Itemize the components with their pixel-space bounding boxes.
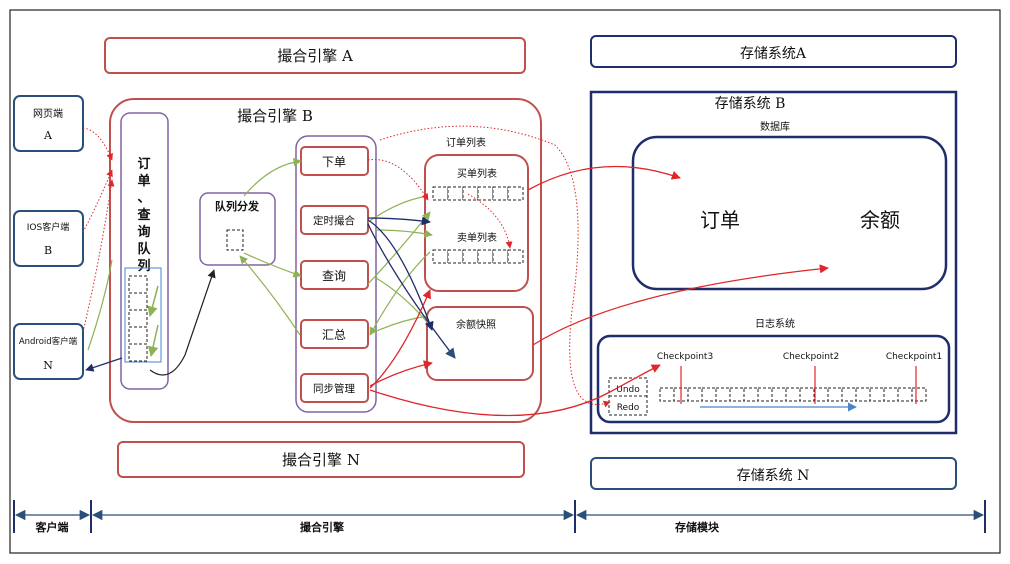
balance-snapshot-label: 余额快照 <box>456 318 496 331</box>
sell-list-slots <box>432 249 524 264</box>
queue-char-7: 列 <box>137 258 150 274</box>
client-web-box <box>13 95 84 152</box>
buy-to-sell-red-arrow <box>467 193 513 249</box>
service-sync-management-label: 同步管理 <box>313 382 355 395</box>
service-sync-management: 同步管理 <box>300 373 369 403</box>
buy-list-label: 买单列表 <box>457 167 497 180</box>
redo-label: Redo <box>617 403 640 413</box>
log-cell <box>799 387 815 402</box>
log-cell <box>883 387 899 402</box>
footer-engine-label: 撮合引擎 <box>300 520 344 534</box>
queue-dispatch-box <box>199 192 276 266</box>
buy-list-slots <box>432 186 524 201</box>
log-cell <box>869 387 885 402</box>
client-ios-box <box>13 210 84 267</box>
log-cell <box>687 387 703 402</box>
queue-slots <box>128 275 148 362</box>
checkpoint-markers <box>680 366 917 404</box>
log-cell <box>729 387 745 402</box>
undo-label: Undo <box>616 385 640 395</box>
service-summary: 汇总 <box>300 319 369 349</box>
client-web-id: A <box>43 129 53 142</box>
log-cell <box>855 387 871 402</box>
storage-n-label: 存储系统 N <box>737 468 810 484</box>
checkpoint-2-label: Checkpoint2 <box>783 352 839 362</box>
log-cell <box>771 387 787 402</box>
queue-char-1: 订 <box>137 156 150 172</box>
log-cell <box>911 387 927 402</box>
client-ios-id: B <box>44 244 52 257</box>
checkpoint-1-label: Checkpoint1 <box>886 352 942 362</box>
service-place-order-label: 下单 <box>322 155 346 169</box>
queue-slot-frame <box>124 267 162 363</box>
place-order-red-arrow <box>367 159 429 201</box>
android-green-line <box>87 259 113 351</box>
balance-snapshot-box <box>426 306 534 381</box>
client-ios: IOS客户端 B <box>13 210 84 267</box>
service-query-label: 查询 <box>322 269 346 283</box>
queue-char-2: 单 <box>137 173 150 189</box>
log-strip <box>659 387 927 402</box>
database-order-label: 订单 <box>700 208 740 232</box>
log-cell <box>743 387 759 402</box>
queue-green-arrows <box>147 285 159 358</box>
service-place-order: 下单 <box>300 146 369 176</box>
footer-storage-label: 存储模块 <box>675 520 720 534</box>
queue-char-3: 、 <box>137 191 150 206</box>
log-cell <box>757 387 773 402</box>
sell-list-label: 卖单列表 <box>457 231 497 244</box>
engine-a-label: 撮合引擎 A <box>277 47 353 65</box>
log-cell <box>715 387 731 402</box>
log-cell <box>827 387 843 402</box>
client-web-name: 网页端 <box>33 107 63 120</box>
order-list-title: 订单列表 <box>446 136 486 149</box>
database-box <box>631 135 948 291</box>
queue-to-android-arrow <box>85 357 123 372</box>
sync-management-red-arrows <box>369 289 661 417</box>
service-timed-match-label: 定时撮合 <box>313 214 355 227</box>
queue-char-5: 询 <box>137 224 150 240</box>
log-cell <box>897 387 913 402</box>
client-android: Android客户端 N <box>13 323 84 380</box>
checkpoint-3-label: Checkpoint3 <box>657 352 713 362</box>
log-cell <box>841 387 857 402</box>
engine-b-label: 撮合引擎 B <box>237 107 313 125</box>
dispatch-slot <box>226 229 244 251</box>
log-system-label: 日志系统 <box>755 317 795 330</box>
log-cell <box>659 387 675 402</box>
queue-dispatch-label: 队列分发 <box>215 199 260 213</box>
engine-n-box <box>117 441 525 478</box>
storage-a-label: 存储系统A <box>740 46 807 62</box>
client-web: 网页端 A <box>13 95 84 152</box>
client-android-name: Android客户端 <box>19 336 78 347</box>
long-red-dotted-arrow <box>379 125 611 408</box>
order-list-to-db-arrows <box>527 165 829 346</box>
client-ios-name: IOS客户端 <box>27 221 69 233</box>
database-label: 数据库 <box>760 120 790 133</box>
client-to-queue-arrows <box>82 127 115 333</box>
queue-to-dispatch-arrow <box>149 269 216 376</box>
log-cell <box>813 387 829 402</box>
queue-char-4: 查 <box>136 207 151 223</box>
service-query: 查询 <box>300 260 369 290</box>
queue-char-6: 队 <box>137 242 151 257</box>
database-balance-label: 余额 <box>860 208 900 232</box>
storage-b-label: 存储系统 B <box>715 96 786 112</box>
log-cell <box>785 387 801 402</box>
timed-match-navy-arrows <box>367 216 456 359</box>
engine-n-label: 撮合引擎 N <box>282 451 360 469</box>
engine-a-box <box>104 37 526 74</box>
dispatch-to-services-arrows <box>239 157 302 336</box>
storage-a-box <box>590 35 957 68</box>
footer-client-label: 客户端 <box>35 520 69 534</box>
client-android-id: N <box>43 359 53 372</box>
client-android-box <box>13 323 84 380</box>
storage-n-box <box>590 457 957 490</box>
log-system-box <box>596 334 951 424</box>
service-timed-match: 定时撮合 <box>300 205 369 235</box>
log-cell <box>701 387 717 402</box>
service-summary-label: 汇总 <box>322 328 346 342</box>
